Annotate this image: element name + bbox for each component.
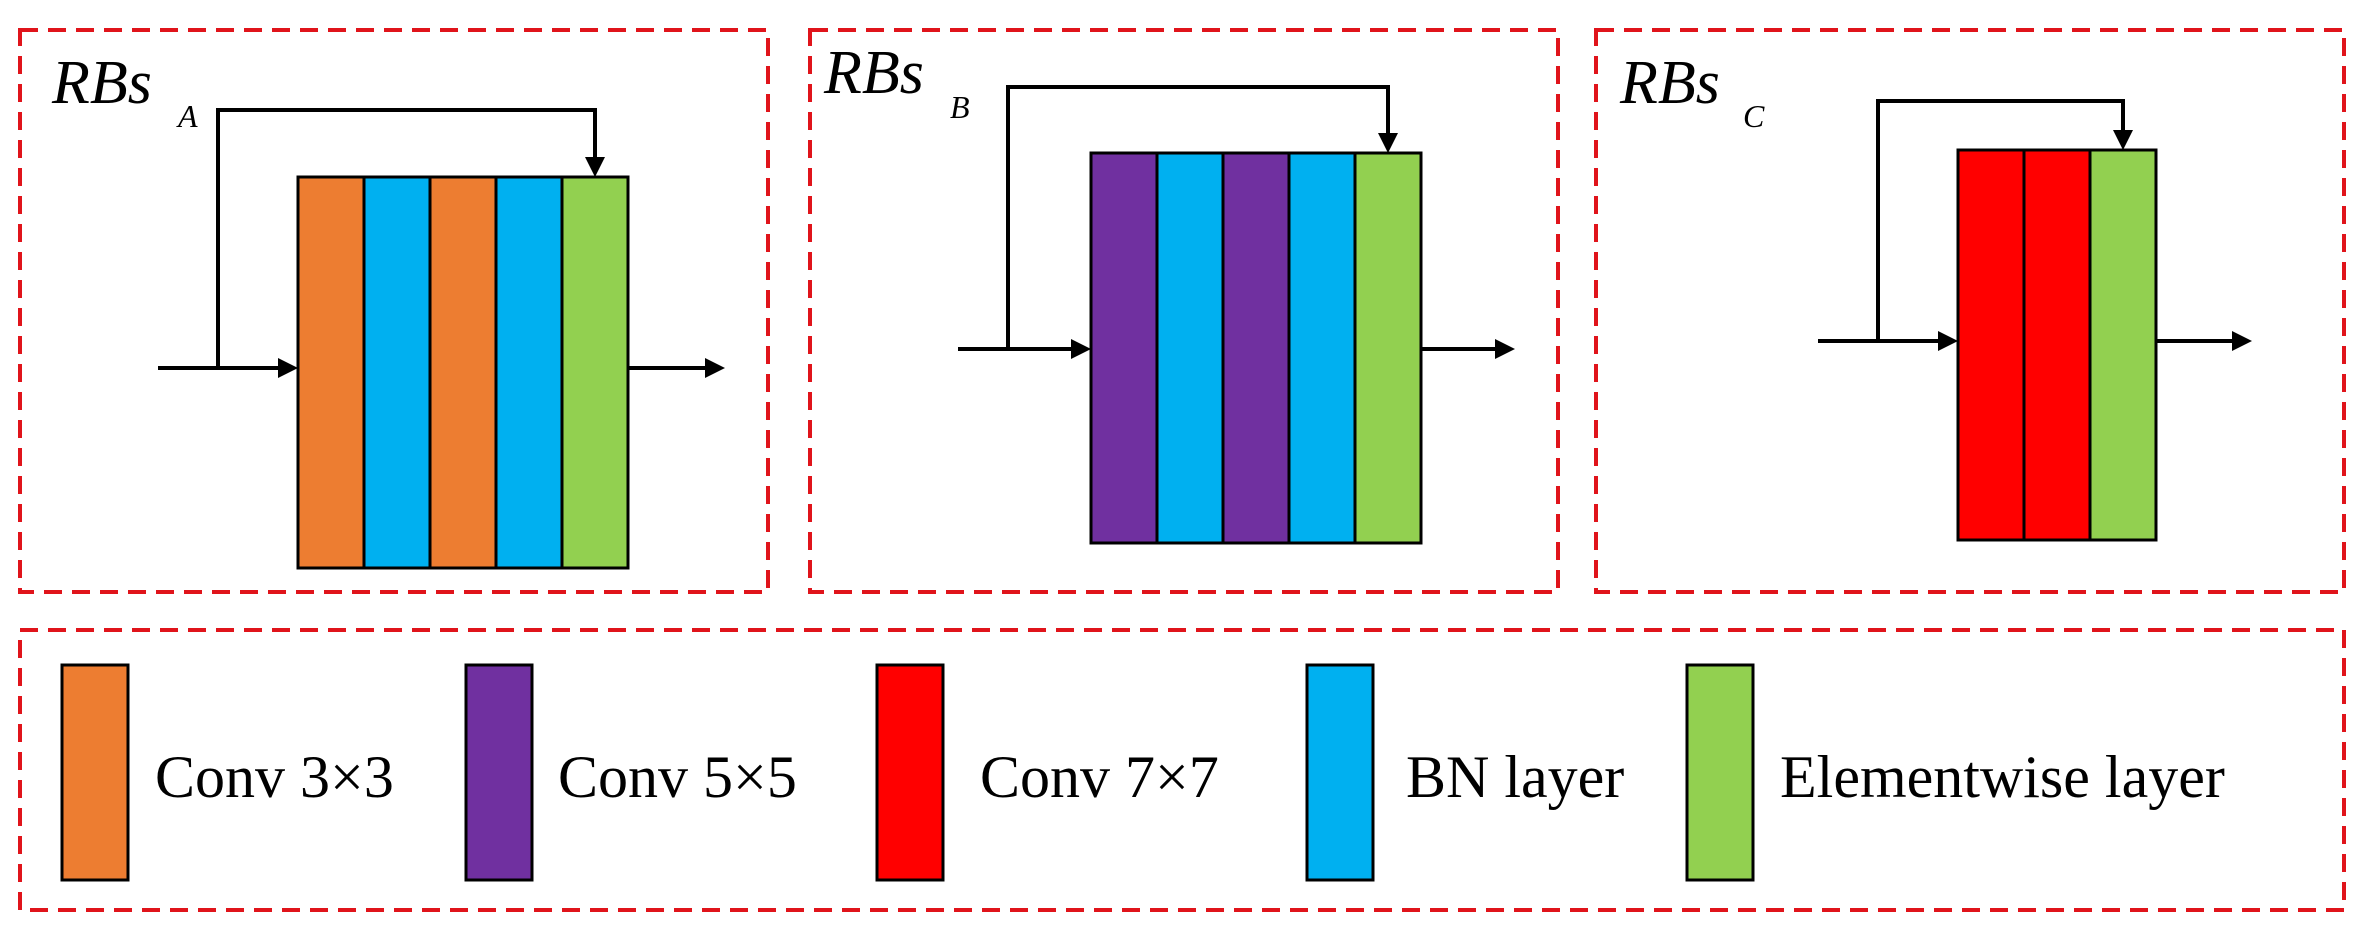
block-title-a: RBs bbox=[51, 49, 152, 117]
residual-block-c bbox=[1818, 99, 2252, 542]
panel-frame-a bbox=[18, 28, 770, 594]
layer-elementwise bbox=[560, 175, 630, 570]
residual-block-a bbox=[158, 108, 725, 570]
layer-elementwise bbox=[1353, 151, 1423, 545]
layer-conv3x3 bbox=[428, 175, 498, 570]
legend-swatch-conv3x3 bbox=[60, 663, 130, 882]
legend-swatch-elementwise bbox=[1685, 663, 1755, 882]
skip-connection bbox=[1006, 85, 1390, 349]
legend-swatch-bn bbox=[1305, 663, 1375, 882]
output-arrow bbox=[1495, 339, 1515, 359]
layer-bn bbox=[362, 175, 432, 570]
legend-label-conv3x3: Conv 3×3 bbox=[155, 744, 394, 810]
input-arrow bbox=[278, 358, 298, 378]
residual-block-b bbox=[958, 85, 1515, 545]
legend-label-conv5x5: Conv 5×5 bbox=[558, 744, 797, 810]
panel-frame-c bbox=[1594, 28, 2346, 594]
block-subscript-a: A bbox=[176, 98, 198, 134]
input-arrow bbox=[1938, 331, 1958, 351]
layer-conv7x7 bbox=[1956, 148, 2026, 542]
legend: Conv 3×3 Conv 5×5 Conv 7×7 BN layer Elem… bbox=[60, 663, 2225, 882]
legend-swatch-conv5x5 bbox=[464, 663, 534, 882]
legend-swatch-conv7x7 bbox=[875, 663, 945, 882]
skip-connection bbox=[1876, 99, 2125, 341]
skip-arrow bbox=[1378, 133, 1398, 153]
block-subscript-b: B bbox=[950, 89, 970, 125]
legend-frame bbox=[18, 628, 2346, 912]
layer-bn bbox=[1287, 151, 1357, 545]
skip-connection bbox=[216, 108, 597, 368]
block-subscript-c: C bbox=[1743, 98, 1765, 134]
block-title-c: RBs bbox=[1619, 49, 1720, 117]
block-title-b: RBs bbox=[823, 39, 924, 107]
legend-label-bn: BN layer bbox=[1406, 744, 1624, 810]
panel-frame-b bbox=[808, 28, 1560, 594]
layer-conv5x5 bbox=[1221, 151, 1291, 545]
layer-conv3x3 bbox=[296, 175, 366, 570]
legend-label-conv7x7: Conv 7×7 bbox=[980, 744, 1219, 810]
layer-elementwise bbox=[2088, 148, 2158, 542]
skip-arrow bbox=[2113, 130, 2133, 150]
legend-label-elementwise: Elementwise layer bbox=[1780, 744, 2225, 810]
input-arrow bbox=[1071, 339, 1091, 359]
layer-bn bbox=[494, 175, 564, 570]
layer-conv7x7 bbox=[2022, 148, 2092, 542]
skip-arrow bbox=[585, 157, 605, 177]
layer-bn bbox=[1155, 151, 1225, 545]
output-arrow bbox=[2232, 331, 2252, 351]
output-arrow bbox=[705, 358, 725, 378]
layer-conv5x5 bbox=[1089, 151, 1159, 545]
